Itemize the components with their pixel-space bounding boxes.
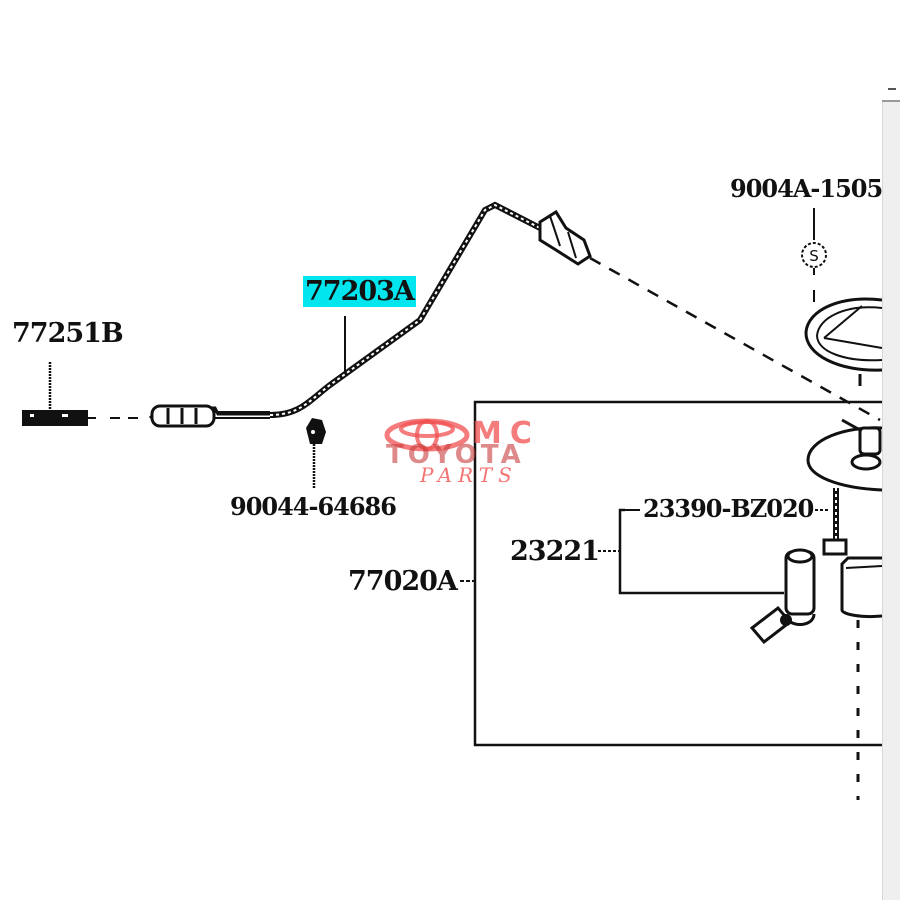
fastener-9004a-1505: S: [801, 208, 883, 386]
scrollbar-edge: [882, 100, 900, 102]
part-label-9004a-1505[interactable]: 9004A-1505: [730, 174, 883, 203]
part-label-23221[interactable]: 23221: [510, 536, 600, 567]
highlighted-part-number[interactable]: 77203A: [303, 276, 416, 307]
cable-77203a: [148, 201, 881, 428]
fuel-pump-23221: [598, 508, 830, 645]
part-label-77020a[interactable]: 77020A: [348, 566, 458, 597]
part-label-77251b[interactable]: 77251B: [12, 318, 124, 349]
scrollbar-track[interactable]: [882, 100, 900, 900]
svg-text:S: S: [809, 247, 819, 265]
fuel-sender-unit: [806, 418, 883, 800]
part-label-23390-bz020[interactable]: 23390-BZ020: [643, 494, 814, 523]
clip-90044-64686: [306, 418, 326, 488]
part-label-77203a[interactable]: 77203A: [303, 276, 416, 307]
part-label-90044-64686[interactable]: 90044-64686: [230, 492, 397, 521]
sensor-plug-77251b: [22, 362, 140, 426]
scroll-dash-icon: [888, 88, 896, 90]
assembly-box-77020a: [460, 400, 882, 747]
